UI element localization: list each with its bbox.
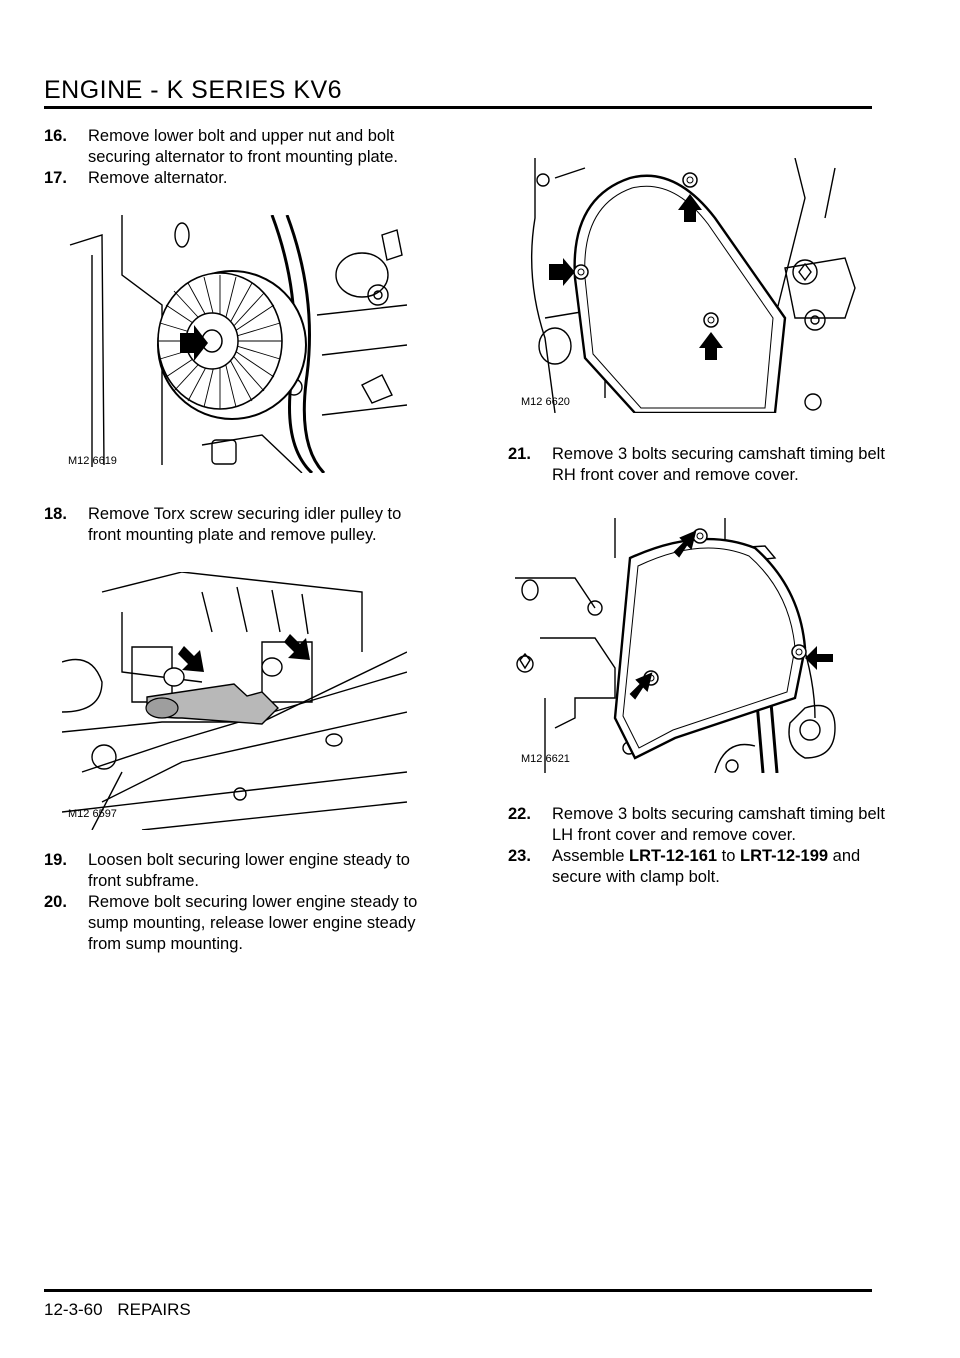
step-17: 17. Remove alternator. — [44, 168, 424, 189]
illustration-idler-pulley — [69, 215, 407, 473]
illustration-rh-front-cover — [530, 158, 856, 413]
figure-lower-engine-steady: M12 6597 — [62, 572, 407, 830]
step-text-prefix: Assemble — [552, 847, 630, 865]
page-footer: 12-3-60 REPAIRS — [44, 1300, 201, 1320]
step-text: Loosen bolt securing lower engine steady… — [88, 851, 410, 890]
step-number: 16. — [44, 127, 67, 145]
tool-number-2: LRT-12-199 — [740, 847, 829, 865]
step-21: 21. Remove 3 bolts securing camshaft tim… — [508, 444, 888, 486]
figure-label: M12 6621 — [521, 753, 570, 765]
step-text-middle: to — [717, 847, 741, 865]
step-text: Remove 3 bolts securing camshaft timing … — [552, 445, 885, 484]
figure-idler-pulley: M12 6619 — [62, 215, 407, 473]
figure-label: M12 6597 — [68, 808, 117, 820]
tool-number-1: LRT-12-161 — [629, 847, 718, 865]
step-text: Remove lower bolt and upper nut and bolt… — [88, 127, 399, 166]
step-19: 19. Loosen bolt securing lower engine st… — [44, 850, 424, 892]
step-text: Remove 3 bolts securing camshaft timing … — [552, 805, 885, 844]
step-22: 22. Remove 3 bolts securing camshaft tim… — [508, 804, 888, 846]
page-number: 12-3-60 — [44, 1300, 103, 1319]
step-number: 20. — [44, 893, 67, 911]
step-text: Remove bolt securing lower engine steady… — [88, 893, 418, 953]
step-text: Remove alternator. — [88, 169, 228, 187]
step-20: 20. Remove bolt securing lower engine st… — [44, 892, 424, 955]
footer-rule — [44, 1289, 872, 1292]
illustration-lower-engine-steady — [62, 572, 407, 830]
step-23: 23. Assemble LRT-12-161 to LRT-12-199 an… — [508, 846, 888, 888]
page-header-title: ENGINE - K SERIES KV6 — [44, 76, 343, 104]
step-number: 22. — [508, 805, 531, 823]
step-number: 23. — [508, 847, 531, 865]
step-18: 18. Remove Torx screw securing idler pul… — [44, 504, 424, 546]
step-number: 19. — [44, 851, 67, 869]
figure-lh-front-cover: M12 6621 — [515, 518, 860, 773]
figure-label: M12 6619 — [68, 455, 117, 467]
header-rule — [44, 106, 872, 109]
figure-rh-front-cover: M12 6620 — [515, 158, 860, 413]
step-number: 17. — [44, 169, 67, 187]
illustration-lh-front-cover — [515, 518, 836, 773]
step-number: 21. — [508, 445, 531, 463]
step-text-suffix: and secure with clamp bolt. — [552, 847, 861, 886]
figure-label: M12 6620 — [521, 396, 570, 408]
step-16: 16. Remove lower bolt and upper nut and … — [44, 126, 424, 168]
step-text: Remove Torx screw securing idler pulley … — [88, 505, 402, 544]
section-name: REPAIRS — [117, 1300, 191, 1319]
step-number: 18. — [44, 505, 67, 523]
